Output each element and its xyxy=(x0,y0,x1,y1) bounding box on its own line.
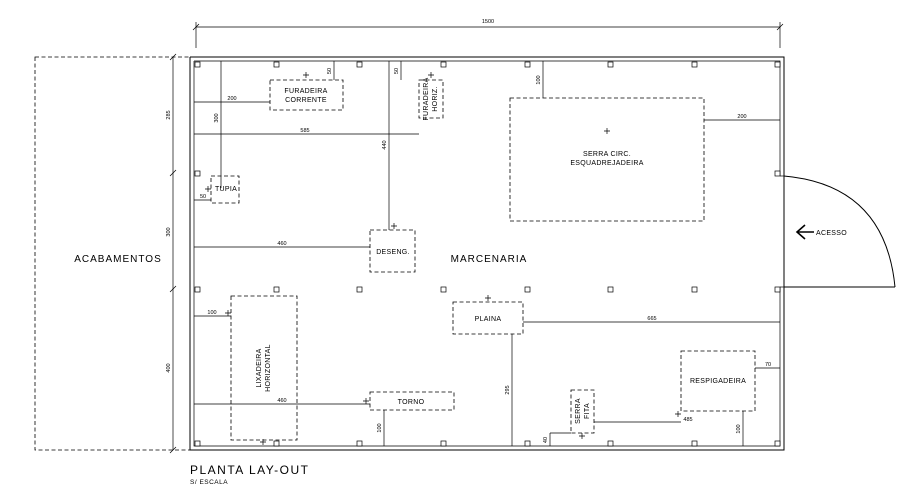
svg-text:RESPIGADEIRA: RESPIGADEIRA xyxy=(690,378,746,385)
machine-tupia: TUPIA 50 xyxy=(194,175,240,204)
svg-text:100: 100 xyxy=(536,75,542,84)
svg-text:DESENG.: DESENG. xyxy=(376,249,410,256)
dimension-furadeira-corrente: 200 50 xyxy=(194,61,335,103)
dimension-deseng-440: 440 xyxy=(382,61,390,230)
machine-torno: TORNO 460 100 xyxy=(194,391,455,446)
svg-text:200: 200 xyxy=(737,114,746,120)
svg-text:SERRA CIRC.: SERRA CIRC. xyxy=(583,151,631,158)
acesso-arrow: ACESSO xyxy=(795,224,847,240)
acesso-label: ACESSO xyxy=(816,230,847,237)
dimension-label: 400 xyxy=(166,363,172,372)
svg-text:HORIZ.: HORIZ. xyxy=(432,86,439,112)
svg-text:100: 100 xyxy=(377,423,383,432)
svg-text:585: 585 xyxy=(300,128,309,134)
svg-text:FITA: FITA xyxy=(584,403,591,419)
svg-text:200: 200 xyxy=(227,96,236,102)
svg-text:SERRA: SERRA xyxy=(575,398,582,424)
machine-respigadeira: RESPIGADEIRA 70 100 xyxy=(675,350,780,446)
svg-text:ESQUADREJADEIRA: ESQUADREJADEIRA xyxy=(570,160,643,167)
svg-text:50: 50 xyxy=(327,68,333,74)
dimension-label: 285 xyxy=(166,110,172,119)
svg-text:HORIZONTAL: HORIZONTAL xyxy=(265,344,272,392)
svg-text:50: 50 xyxy=(394,68,400,74)
dimension-label: 300 xyxy=(166,227,172,236)
dimension-left-vertical: 285 300 400 xyxy=(166,53,177,454)
svg-text:TUPIA: TUPIA xyxy=(215,186,237,193)
svg-text:295: 295 xyxy=(505,385,511,394)
door-swing xyxy=(783,175,896,288)
acabamentos-label: ACABAMENTOS xyxy=(74,254,162,265)
svg-text:PLAINA: PLAINA xyxy=(475,316,502,323)
drawing-title: PLANTA LAY-OUT xyxy=(190,463,309,477)
svg-text:LIXADEIRA: LIXADEIRA xyxy=(256,348,263,387)
marcenaria-label: MARCENARIA xyxy=(451,254,528,265)
svg-text:440: 440 xyxy=(382,140,388,149)
machine-serra-fita: SERRA FITA 40 485 xyxy=(543,389,693,446)
svg-text:CORRENTE: CORRENTE xyxy=(285,97,327,104)
svg-text:FURADEIRA: FURADEIRA xyxy=(423,77,430,120)
svg-text:100: 100 xyxy=(207,310,216,316)
svg-text:TORNO: TORNO xyxy=(398,399,425,406)
dimension-tupia-585: 585 300 xyxy=(194,61,419,188)
machine-lixadeira-horizontal: LIXADEIRA HORIZONTAL 100 xyxy=(194,295,298,445)
dimension-label: 1500 xyxy=(482,19,494,25)
svg-text:300: 300 xyxy=(214,113,220,122)
svg-text:40: 40 xyxy=(543,437,549,443)
machine-plaina: PLAINA 665 295 xyxy=(452,295,780,446)
svg-text:100: 100 xyxy=(736,424,742,433)
svg-text:460: 460 xyxy=(277,398,286,404)
svg-text:485: 485 xyxy=(683,417,692,423)
machine-furadeira-corrente: FURADEIRA CORRENTE xyxy=(269,72,344,111)
svg-text:FURADEIRA: FURADEIRA xyxy=(284,88,327,95)
svg-text:70: 70 xyxy=(765,362,771,368)
structural-columns xyxy=(194,61,781,447)
svg-text:460: 460 xyxy=(277,241,286,247)
machine-deseng: DESENG. 460 xyxy=(194,223,416,273)
machine-furadeira-horiz: FURADEIRA HORIZ. 50 xyxy=(394,61,444,121)
svg-text:50: 50 xyxy=(200,194,206,200)
svg-text:665: 665 xyxy=(647,316,656,322)
drawing-subtitle: S/ ESCALA xyxy=(190,479,228,486)
machine-serra-circ: SERRA CIRC. ESQUADREJADEIRA 100 200 xyxy=(509,61,780,222)
dimension-overall-width: 1500 xyxy=(192,19,784,48)
